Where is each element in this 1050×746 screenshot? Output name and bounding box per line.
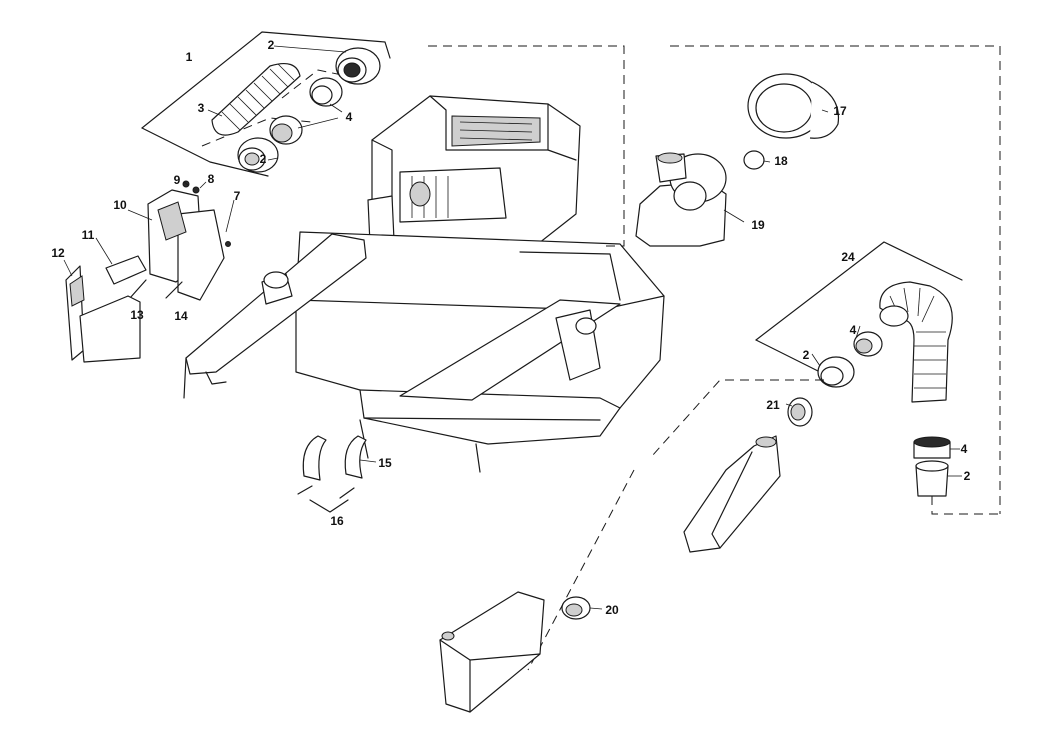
callout-part-2-lower: 2	[259, 152, 267, 166]
callout-part-4-left: 4	[345, 110, 353, 124]
callout-part-10: 10	[113, 198, 127, 212]
saw-main-unit	[183, 95, 665, 473]
hose-coupling-part-2-lower	[237, 137, 279, 173]
callout-part-17: 17	[833, 104, 847, 118]
callout-part-4-right: 4	[849, 323, 857, 337]
callout-part-24: 24	[841, 250, 855, 264]
callout-part-1: 1	[185, 50, 193, 64]
hose-kit-right	[755, 241, 1000, 515]
callout-part-15: 15	[378, 456, 392, 470]
leader-lines	[63, 45, 962, 610]
flexible-hose-part-3	[211, 63, 301, 136]
callout-part-13: 13	[130, 308, 144, 322]
hose-coupling-part-2-top	[335, 47, 381, 85]
hose-kit-left	[141, 31, 391, 177]
callout-part-12: 12	[51, 246, 65, 260]
hose-adapter-part-4-left	[269, 77, 343, 145]
callout-part-11: 11	[81, 228, 95, 242]
callout-part-2-lower-right: 2	[963, 469, 971, 483]
callout-part-2-right: 2	[802, 348, 810, 362]
clamps	[297, 435, 367, 513]
callout-part-8: 8	[207, 172, 215, 186]
callout-part-14: 14	[174, 309, 188, 323]
callout-part-21: 21	[766, 398, 780, 412]
callout-part-18: 18	[774, 154, 788, 168]
callout-part-3: 3	[197, 101, 205, 115]
callout-part-20: 20	[605, 603, 619, 617]
callout-part-4-lower: 4	[960, 442, 968, 456]
dust-chute	[651, 379, 824, 553]
callout-part-16: 16	[330, 514, 344, 528]
callout-part-19: 19	[751, 218, 765, 232]
callout-part-2-top: 2	[267, 38, 275, 52]
dust-tray	[439, 469, 635, 713]
callout-part-7: 7	[233, 189, 241, 203]
callout-part-9: 9	[173, 173, 181, 187]
dust-port-assembly	[428, 45, 1001, 514]
chute-assembly	[65, 180, 231, 363]
